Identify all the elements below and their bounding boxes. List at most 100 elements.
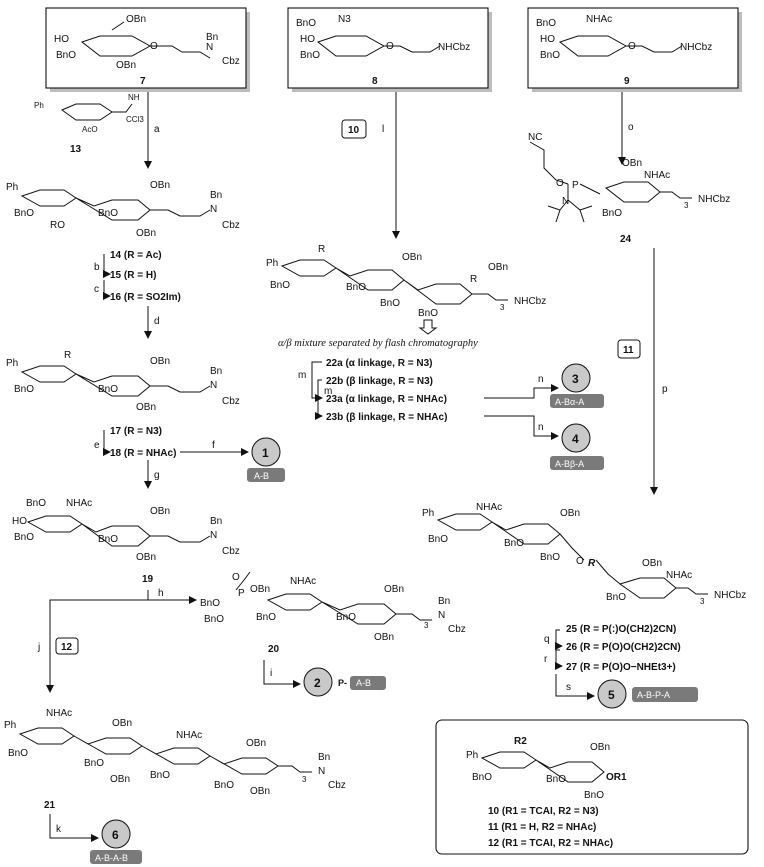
- step-j: j: [37, 642, 40, 653]
- structure-25-27: Ph NHAc BnO OBn BnO BnO O R OBn NHAc BnO…: [422, 502, 746, 606]
- label-obn: OBn: [402, 252, 422, 263]
- tag-6: [90, 850, 142, 864]
- step-l: l: [382, 124, 384, 135]
- label-obn: OBn: [622, 158, 642, 169]
- label-bno: BnO: [602, 208, 622, 219]
- label-nhac: NHAc: [476, 502, 502, 513]
- compound-22b: 22b (β linkage, R = N3): [326, 376, 433, 387]
- label-nhac: NHAc: [666, 570, 692, 581]
- label-nh: NH: [128, 93, 140, 102]
- donor-11: 11: [623, 345, 634, 356]
- label-ph: Ph: [6, 358, 18, 369]
- step-q: q: [544, 634, 550, 645]
- compound-15: 15 (R = H): [110, 270, 156, 281]
- product-5-circle: [597, 679, 627, 709]
- label-o: O: [628, 41, 636, 52]
- product-1-circle: [251, 437, 281, 467]
- tag-1: [247, 468, 285, 482]
- label-bn: Bn: [318, 752, 330, 763]
- structure-20: O P BnO BnO OBn NHAc BnO OBn BnO OBn 3 N…: [200, 571, 466, 643]
- label-nhcbz: NHCbz: [438, 42, 470, 53]
- box-compound-8: BnO N3 HO BnO O NHCbz 8: [287, 7, 492, 92]
- label-nhac: NHAc: [586, 14, 612, 25]
- arrow-b: [103, 254, 111, 278]
- label-bno: BnO: [606, 592, 626, 603]
- compound-17: 17 (R = N3): [110, 426, 162, 437]
- structure-24: NC O P N OBn NHAc BnO 3 NHCbz: [528, 132, 730, 223]
- label-o: O: [556, 178, 564, 189]
- label-o: O: [232, 572, 240, 583]
- label-n: N: [206, 42, 213, 53]
- compound-13: 13: [70, 144, 82, 155]
- label-nhac: NHAc: [644, 170, 670, 181]
- label-cbz: Cbz: [222, 396, 240, 407]
- label-obn: OBn: [374, 632, 394, 643]
- legend-10: 10 (R1 = TCAI, R2 = N3): [488, 806, 599, 817]
- tag-1-text: A-B: [254, 471, 269, 481]
- tag-5-text: A-B-P-A: [637, 690, 670, 700]
- compound-14: 14 (R = Ac): [110, 250, 162, 261]
- label-n: N: [318, 766, 325, 777]
- tag-5: [632, 687, 698, 702]
- step-r: r: [544, 654, 548, 665]
- label-bno: BnO: [214, 780, 234, 791]
- label-bno: BnO: [200, 598, 220, 609]
- step-h: h: [158, 588, 164, 599]
- label-obn: OBn: [560, 508, 580, 519]
- donor-12: 12: [61, 642, 73, 653]
- compound-27: 27 (R = P(O)O−NHEt3+): [566, 662, 676, 673]
- step-n: n: [538, 374, 544, 385]
- label-ph: Ph: [466, 750, 478, 761]
- label-bno: BnO: [98, 534, 118, 545]
- label-bno: BnO: [14, 384, 34, 395]
- label-n3: N3: [338, 14, 351, 25]
- product-6-circle: [101, 819, 131, 849]
- label-bno: BnO: [98, 384, 118, 395]
- label-bn: Bn: [210, 516, 222, 527]
- step-a: a: [154, 124, 160, 135]
- label-bn: Bn: [206, 32, 218, 43]
- product-1: 1: [262, 446, 269, 460]
- structure-19: BnO NHAc HO BnO OBn BnO OBn N Bn Cbz: [12, 498, 240, 563]
- compound-23b: 23b (β linkage, R = NHAc): [326, 412, 447, 423]
- donor-13: Ph AcO NH CCl3 13: [34, 93, 144, 155]
- label-bno: BnO: [300, 50, 320, 61]
- label-cbz: Cbz: [222, 220, 240, 231]
- compound-9: 9: [624, 76, 630, 87]
- product-5: 5: [608, 688, 615, 702]
- product-3: 3: [572, 372, 579, 386]
- step-c: c: [94, 284, 99, 295]
- label-obn: OBn: [384, 584, 404, 595]
- tag-2-text: A-B: [356, 678, 371, 688]
- label-obn: OBn: [246, 738, 266, 749]
- label-r: R: [588, 558, 596, 569]
- label-nc: NC: [528, 132, 542, 143]
- arrow-m2: [315, 379, 323, 420]
- legend-12: 12 (R1 = TCAI, R2 = NHAc): [488, 838, 613, 849]
- compound-19: 19: [142, 574, 154, 585]
- product-4-circle: [561, 423, 591, 453]
- label-ro: RO: [50, 220, 65, 231]
- compound-25: 25 (R = P(:)O(CH2)2CN): [566, 624, 676, 635]
- label-cbz: Cbz: [448, 624, 466, 635]
- label-bno: BnO: [336, 612, 356, 623]
- label-bno: BnO: [546, 774, 566, 785]
- label-obn: OBn: [136, 552, 156, 563]
- donor-11-box: [617, 339, 641, 359]
- label-p: P: [572, 180, 579, 191]
- arrow-h-line: [147, 590, 196, 601]
- label-obn: OBn: [250, 584, 270, 595]
- donor-10-box: [341, 119, 367, 139]
- label-n: N: [438, 610, 445, 621]
- label-obn: OBn: [150, 506, 170, 517]
- separation-note: α/β mixture separated by flash chromatog…: [278, 338, 478, 349]
- step-i: i: [270, 668, 272, 679]
- label-bno: BnO: [472, 772, 492, 783]
- label-nhac: NHAc: [46, 708, 72, 719]
- compound-23a: 23a (α linkage, R = NHAc): [326, 394, 447, 405]
- label-bno: BnO: [14, 532, 34, 543]
- label-obn: OBn: [590, 742, 610, 753]
- label-bno: BnO: [584, 790, 604, 801]
- label-bno: BnO: [536, 18, 556, 29]
